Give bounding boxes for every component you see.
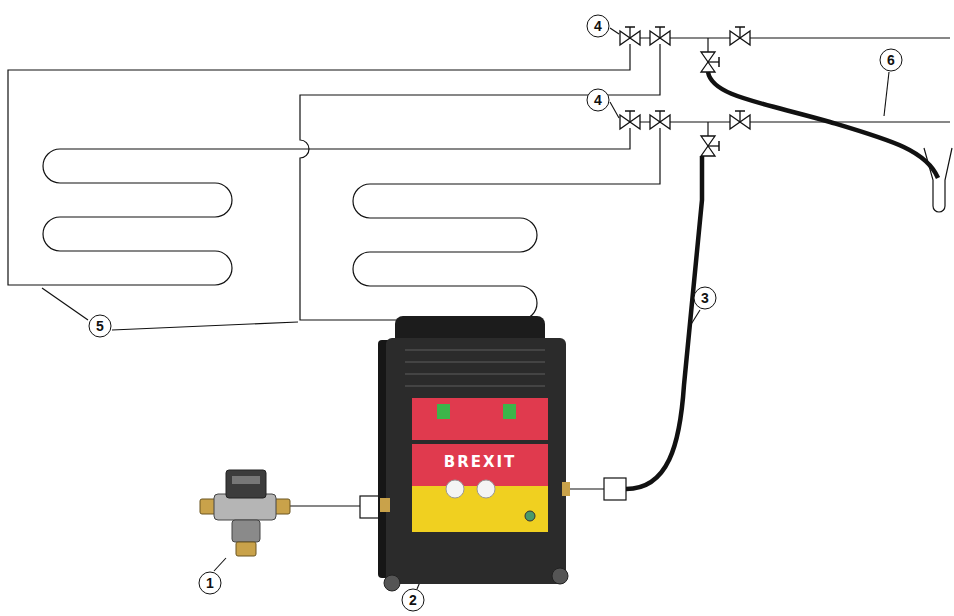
callout-number: 4: [587, 15, 610, 38]
leader-line: [42, 28, 889, 589]
callout-number: 3: [694, 287, 717, 310]
callout-number: 6: [880, 49, 903, 72]
supply-hose: [626, 156, 702, 489]
mixing-valve: [200, 470, 392, 556]
drain-funnel: [924, 148, 952, 212]
callout-number: 2: [402, 589, 425, 612]
callout-number: 5: [89, 315, 112, 338]
manifold-pipe: [640, 38, 950, 156]
floor-circuit: [8, 44, 660, 320]
callout-number: 1: [199, 572, 222, 595]
flushing-unit: [378, 316, 626, 591]
drain-hose: [708, 72, 938, 178]
brand-logo: BREXIT: [444, 453, 517, 471]
callout-number: 4: [587, 89, 610, 112]
